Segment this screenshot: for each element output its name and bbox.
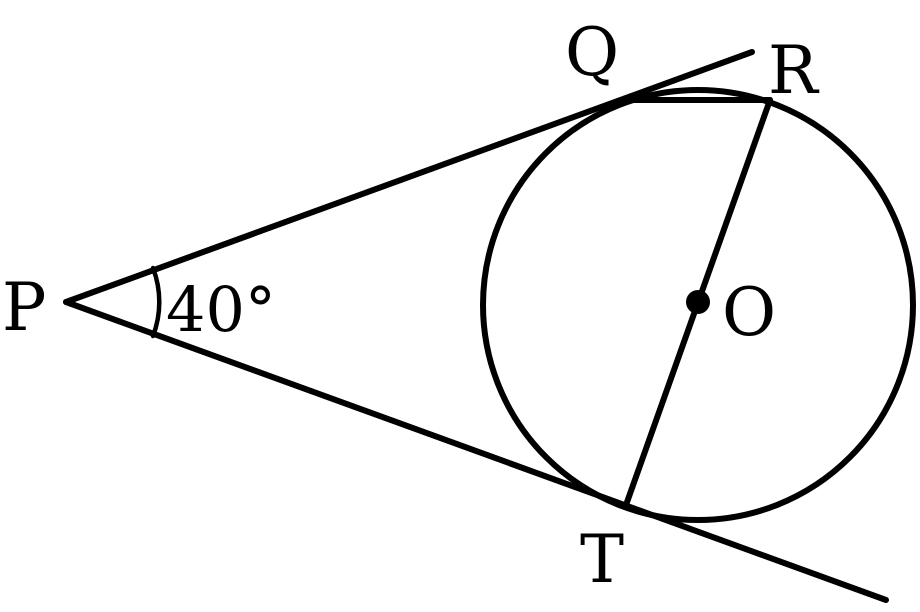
tangent-line-pq (63, 49, 755, 305)
label-q: Q (565, 14, 619, 91)
label-p: P (2, 269, 46, 346)
circle-o (480, 87, 916, 523)
center-point-o (686, 290, 710, 314)
tangent-line-pt (63, 299, 889, 603)
angle-label-40: 40° (166, 273, 276, 346)
label-t: T (580, 521, 624, 598)
angle-arc-p (150, 265, 162, 339)
label-r: R (768, 32, 820, 109)
label-o: O (722, 274, 776, 351)
